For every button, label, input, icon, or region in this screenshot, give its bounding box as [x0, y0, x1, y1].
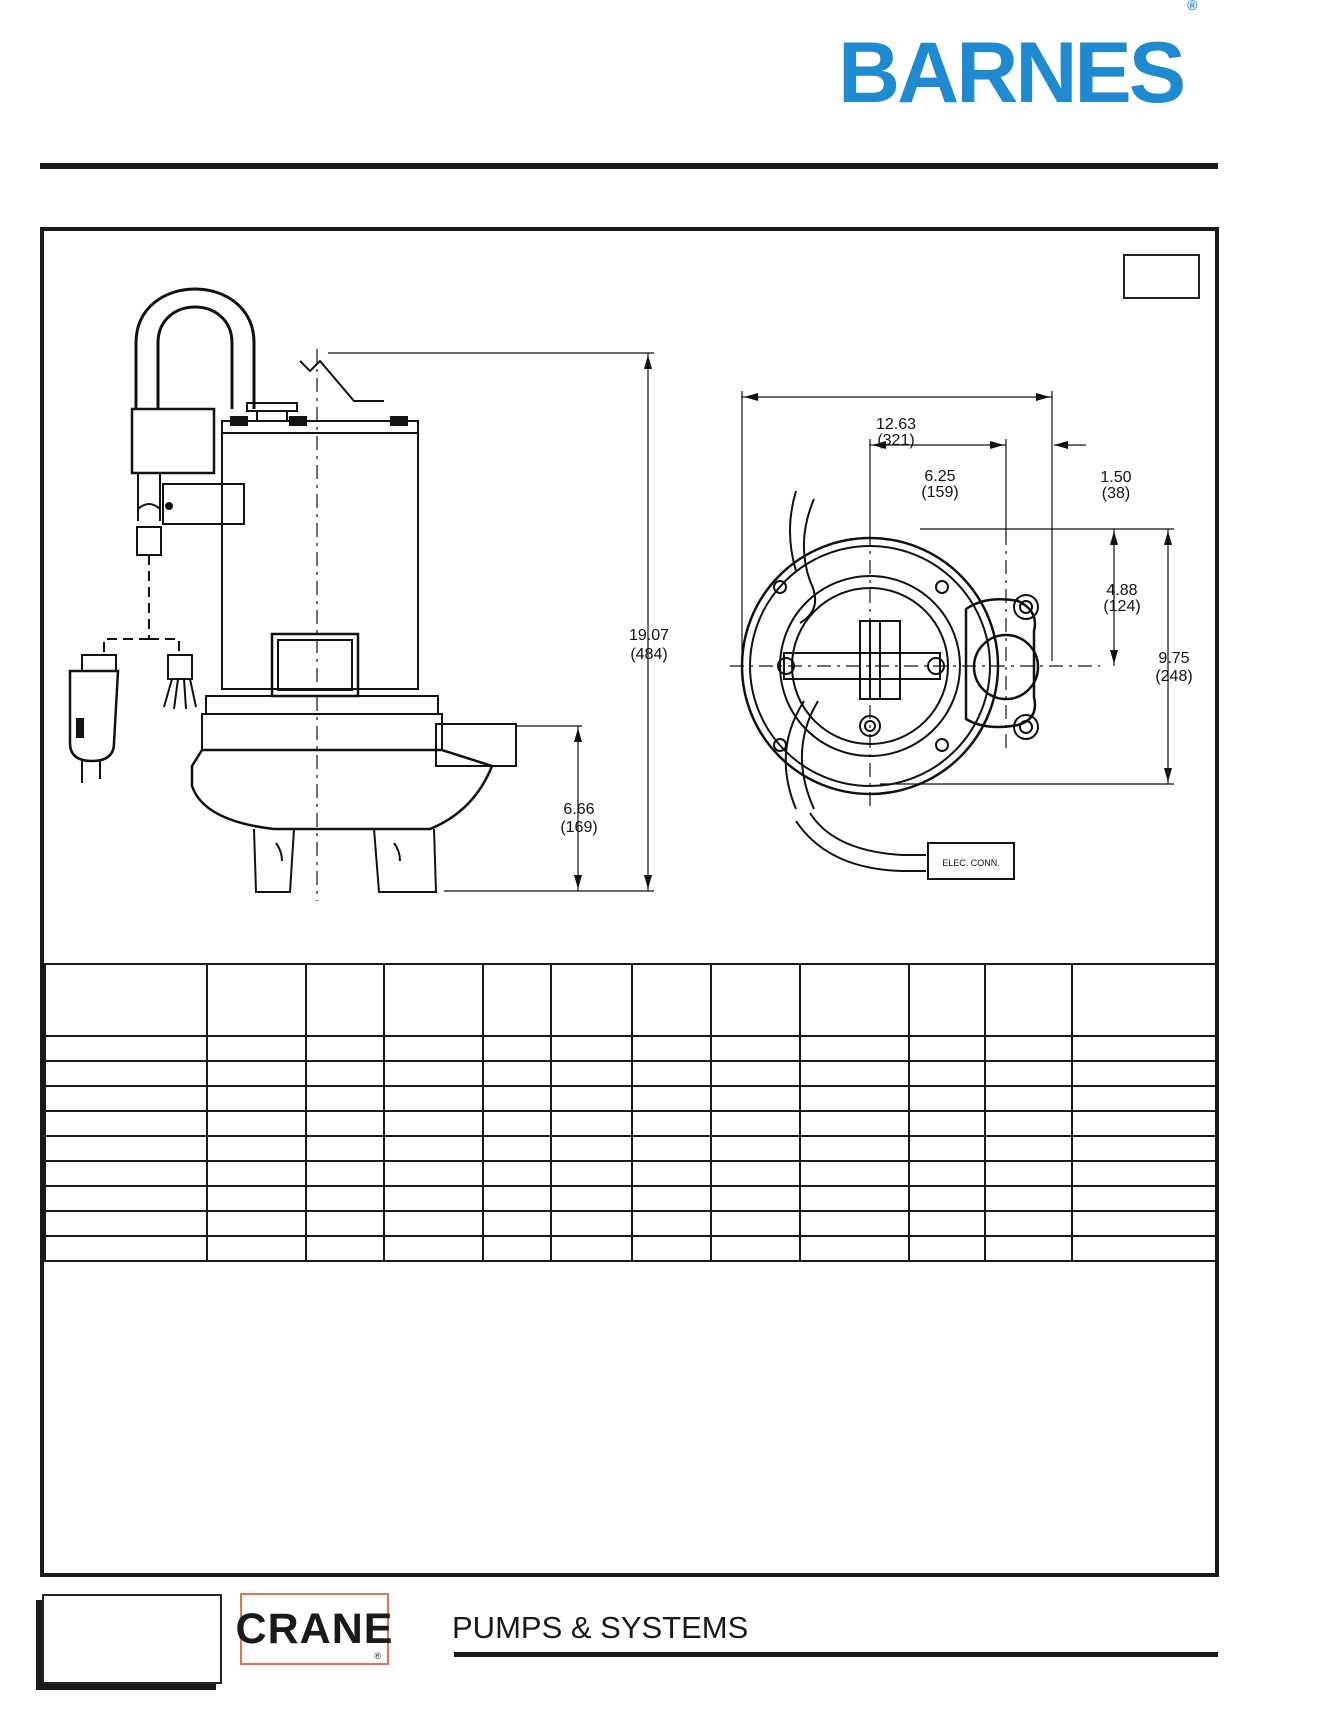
dim-discharge-height-mm: (169)	[560, 819, 597, 836]
table-row	[44, 1135, 1217, 1162]
volute-casing	[190, 748, 494, 831]
float-switch	[130, 407, 216, 475]
dim-discharge-offset-mm: (124)	[1103, 598, 1140, 615]
division-name: PUMPS & SYSTEMS	[452, 1610, 749, 1645]
table-row	[44, 1110, 1217, 1137]
power-plug	[68, 669, 120, 763]
dim-overall-height: 19.07	[629, 627, 669, 644]
crane-logo: CRANE ®	[236, 1593, 392, 1665]
table-row	[44, 1085, 1217, 1112]
dimension-drawing: 19.07 (484) 6.66 (169) 12.63 (321) 6.25 …	[68, 287, 1193, 901]
registered-mark: ®	[1187, 0, 1198, 14]
table-row	[44, 1185, 1217, 1212]
spec-sheet-frame	[40, 227, 1219, 1577]
dim-overall-depth: 9.75	[1158, 650, 1189, 667]
barnes-logo-text: BARNES	[838, 25, 1186, 121]
dim-overall-height-mm: (484)	[630, 646, 667, 663]
table-row	[44, 1035, 1217, 1062]
barnes-logo: BARNES®	[838, 0, 1197, 116]
crane-registered-mark: ®	[374, 1651, 381, 1661]
section-tag-box	[1123, 254, 1200, 299]
dim-flange-offset: 1.50	[1100, 469, 1131, 486]
dim-overall-depth-mm: (248)	[1155, 668, 1192, 685]
footer-rule	[454, 1652, 1218, 1657]
table-row	[44, 1060, 1217, 1087]
table-row	[44, 1210, 1217, 1237]
motor-housing	[221, 420, 419, 434]
dim-center-to-discharge-mm: (159)	[921, 484, 958, 501]
dim-flange-offset-mm: (38)	[1102, 485, 1130, 502]
dim-overall-width-mm: (321)	[877, 432, 914, 449]
dim-discharge-height: 6.66	[563, 801, 594, 818]
table-row	[44, 1160, 1217, 1187]
table-row	[44, 1235, 1217, 1262]
performance-table	[44, 963, 1217, 1262]
table-header-row	[44, 963, 1217, 1037]
dim-discharge-offset: 4.88	[1106, 582, 1137, 599]
dim-overall-width: 12.63	[876, 416, 916, 433]
dim-center-to-discharge: 6.25	[924, 468, 955, 485]
header-rule	[40, 163, 1218, 169]
footer-page-box	[42, 1594, 222, 1684]
pump-handle	[134, 287, 256, 409]
crane-logo-text: CRANE	[235, 1604, 394, 1653]
cord-label: ELEC. CONN.	[942, 858, 1000, 868]
